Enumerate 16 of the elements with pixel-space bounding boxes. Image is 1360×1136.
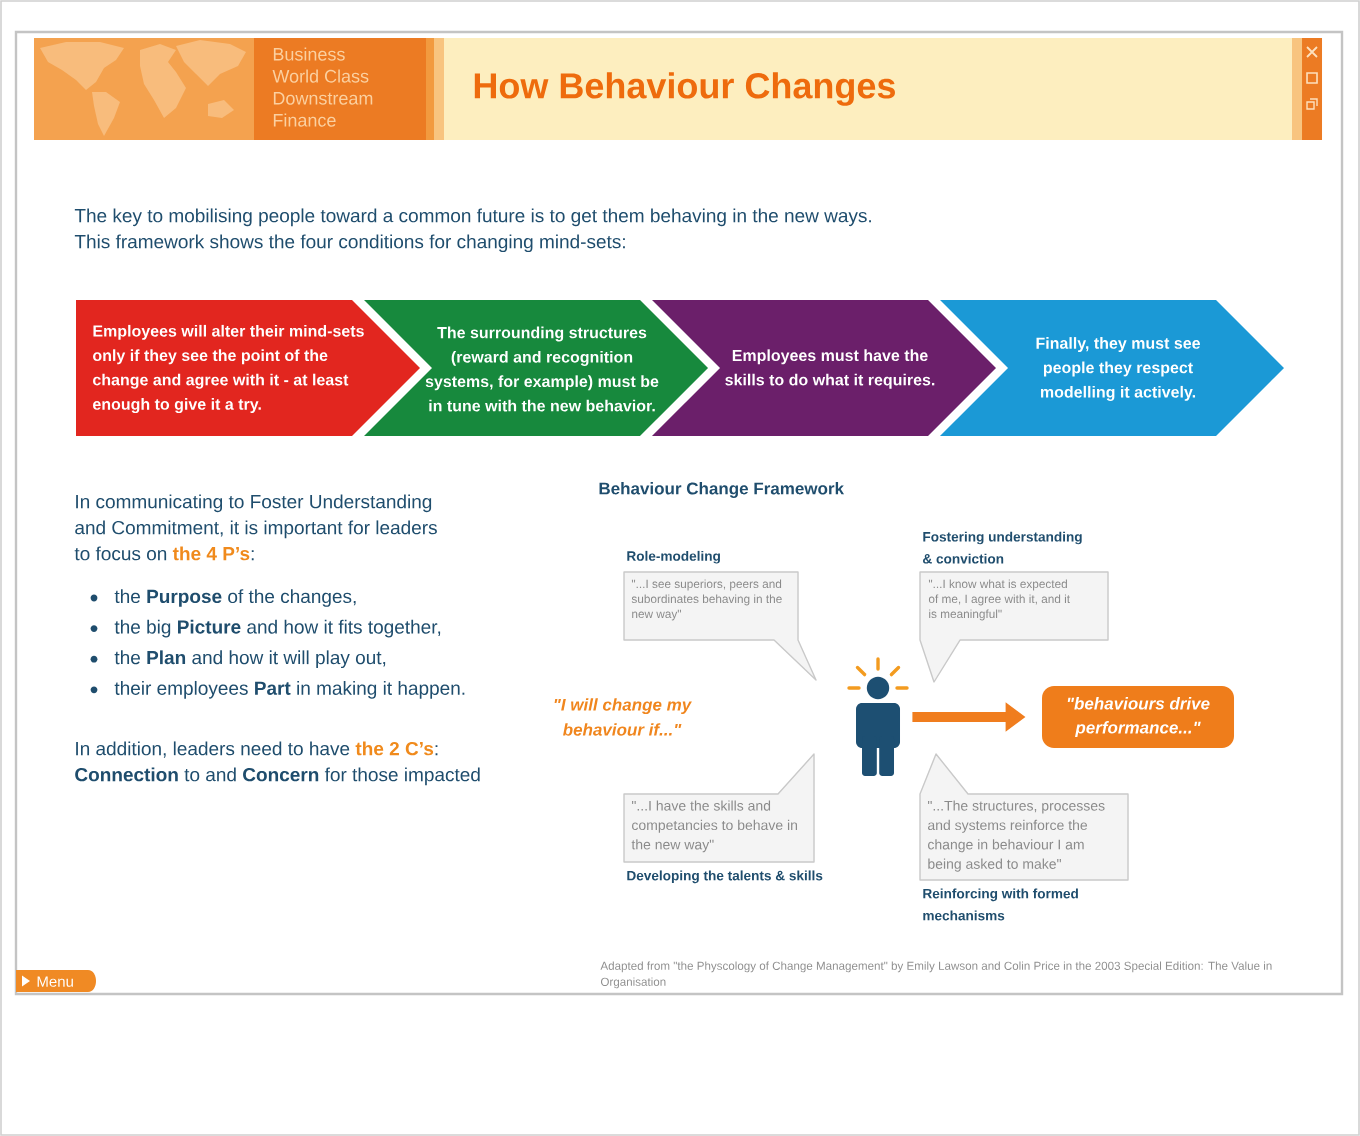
rounded-box: "behaviours drive performance..."	[1042, 686, 1234, 748]
subheading: Behaviour Change Framework	[599, 482, 845, 498]
statement-text: "I will change my behaviour if..."	[554, 698, 692, 736]
process-step: Finally, they must see people they respect modelling it actively.	[940, 300, 1284, 436]
title: How Behaviour Changes	[474, 72, 895, 106]
paragraph: In addition, leaders need to have the 2 C’s: Connection to and Concern for those impacted	[75, 741, 480, 786]
paragraph: In communicating to Foster Understanding and Commitment, it is important for leaders to focus on the 4 P’s:	[74, 494, 437, 561]
list-item: the Plan and how it will play out,	[114, 650, 386, 669]
process-step: The surrounding structures (reward and recognition systems, for example) must be in tune with the new behavior.	[364, 300, 708, 436]
person-icon	[847, 657, 909, 776]
list-item: their employees Part in making it happen.	[114, 680, 465, 699]
list-item: the Purpose of the changes,	[114, 589, 356, 607]
header-text: Business World Class Downstream Finance	[272, 47, 373, 127]
list-item: the big Picture and how it fits together,	[114, 619, 441, 638]
paragraph: The key to mobilising people toward a common future is to get them behaving in the new ways. This framework shows the four conditions for changing mind-sets:	[74, 208, 871, 253]
process-step: Employees will alter their mind-sets only if they see the point of the change and agree with it - at least enough to give it a try.	[76, 300, 420, 436]
